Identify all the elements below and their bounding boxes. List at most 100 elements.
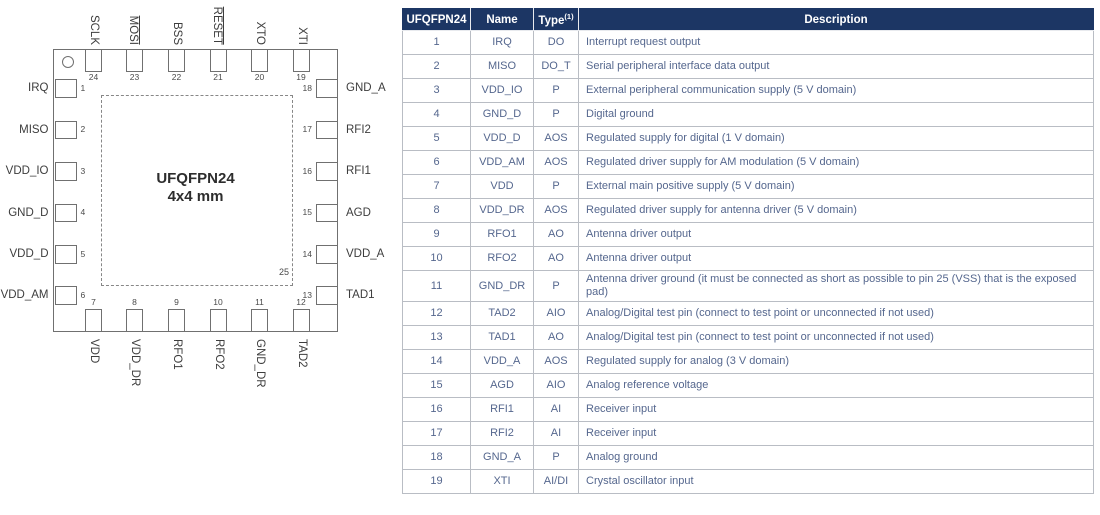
pin-number-cell: 13 [402, 325, 471, 350]
pin-number: 12 [296, 296, 306, 307]
pin-number-cell: 19 [402, 469, 471, 494]
pin-type-cell: P [533, 174, 579, 199]
pin-pad [168, 308, 185, 332]
pin-type-cell: AI [533, 421, 579, 446]
pin-number-cell: 4 [402, 102, 471, 127]
pin-number: 13 [302, 289, 312, 300]
pin-number-cell: 2 [402, 54, 471, 79]
pin-label-bottom: VDD [88, 338, 100, 363]
pin-description-cell: Analog ground [578, 445, 1094, 470]
header-name: Name [470, 8, 534, 31]
pin-type-cell: AO [533, 222, 579, 247]
header-ufqfpn24: UFQFPN24 [402, 8, 471, 31]
pin-pad [209, 49, 227, 72]
pin-number: 6 [80, 289, 86, 300]
pin-number: 23 [129, 71, 140, 82]
pin-description-cell: Crystal oscillator input [578, 469, 1094, 494]
pin-name-cell: RFI1 [470, 397, 534, 422]
package-title: UFQFPN24 4x4 mm [53, 170, 338, 206]
pin-number: 7 [91, 296, 96, 307]
pin-pad [54, 79, 77, 98]
pin-pad [315, 245, 338, 264]
pin-type-cell: AIO [533, 373, 579, 398]
pin-name-cell: IRQ [470, 30, 534, 55]
pin-name-cell: GND_DR [470, 270, 534, 302]
pin-description-cell: Regulated supply for analog (3 V domain) [578, 349, 1094, 374]
package-name: UFQFPN24 [156, 170, 235, 187]
pin-type-cell: DO_T [533, 54, 579, 79]
pin-number: 20 [254, 71, 265, 82]
pin1-marker-icon [62, 56, 74, 68]
pin-name-cell: VDD_D [470, 126, 534, 151]
pin-label-top: XTI [295, 26, 308, 45]
pin-pad [209, 308, 227, 332]
pin-label-right: RFI2 [346, 123, 371, 136]
pin-type-cell: AI [533, 397, 579, 422]
pin-label-left: IRQ [28, 82, 49, 94]
pin-number: 4 [80, 207, 86, 217]
pin-description-cell: Receiver input [578, 397, 1094, 422]
pin-name-cell: VDD_IO [470, 78, 534, 103]
chip-body-outline [53, 49, 338, 332]
pin-pad [315, 79, 338, 98]
pin-pad [54, 120, 77, 140]
pin-type-cell: AOS [533, 198, 579, 223]
pin-number: 8 [132, 296, 137, 307]
pin-label-top: SCLK [88, 14, 100, 45]
pin-number: 24 [88, 71, 99, 82]
pin-pad [54, 203, 77, 222]
pin-name-cell: GND_D [470, 102, 534, 127]
pin-description-cell: External peripheral communication supply… [578, 78, 1094, 103]
pin-number: 3 [80, 165, 86, 176]
pin-pad [251, 308, 268, 332]
pin-label-right: AGD [346, 206, 371, 219]
pin-pad [54, 162, 77, 181]
pin-description-cell: Regulated driver supply for AM modulatio… [578, 150, 1094, 175]
pin-type-cell: AOS [533, 349, 579, 374]
pin-name-cell: XTI [470, 469, 534, 494]
pin-type-cell: DO [533, 30, 579, 55]
pin-pad [126, 49, 143, 72]
pin-label-top: MOSI [127, 15, 140, 45]
pin-number-cell: 16 [402, 397, 471, 422]
pin-name-cell: VDD_AM [470, 150, 534, 175]
pin-pad [315, 286, 338, 305]
pin-pad [251, 49, 268, 72]
pin-description-cell: Analog reference voltage [578, 373, 1094, 398]
pin-type-cell: AOS [533, 150, 579, 175]
pin-number-cell: 1 [402, 30, 471, 55]
exposed-pad-number: 25 [278, 266, 289, 277]
pin-label-left: GND_D [8, 206, 49, 219]
pin-label-left: VDD_D [9, 248, 49, 260]
pin-name-cell: RFO2 [470, 246, 534, 271]
pin-pad [126, 308, 143, 332]
pin-number: 11 [255, 296, 264, 307]
pin-number: 2 [80, 124, 86, 135]
pin-number: 18 [302, 82, 312, 93]
pin-number-cell: 7 [402, 174, 471, 199]
pin-number: 1 [80, 82, 86, 93]
pin-number: 5 [80, 248, 86, 259]
pin-pad [168, 49, 185, 72]
pin-label-top: RESET [210, 6, 224, 45]
pin-description-cell: Serial peripheral interface data output [578, 54, 1094, 79]
pin-label-right: RFI1 [346, 165, 371, 178]
pin-number-cell: 8 [402, 198, 471, 223]
pin-pad [315, 120, 338, 140]
pin-label-left: VDD_IO [5, 165, 49, 178]
pin-description-cell: External main positive supply (5 V domai… [578, 174, 1094, 199]
pin-pad [54, 286, 77, 305]
pin-number: 17 [302, 124, 312, 135]
pin-pad [54, 245, 77, 264]
footnote-marker: (1) [564, 12, 574, 22]
pin-pad [85, 308, 102, 332]
